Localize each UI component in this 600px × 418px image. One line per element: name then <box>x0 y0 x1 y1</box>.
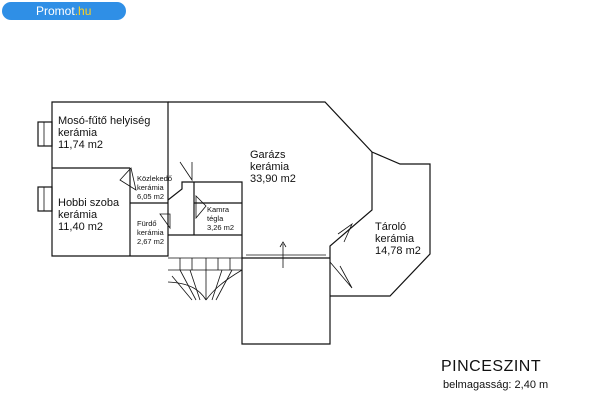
room-material: kerámia <box>58 209 98 221</box>
room-name: Közlekedő <box>137 174 172 183</box>
window-hobbi <box>37 186 53 212</box>
storage-inner-wall <box>329 152 373 300</box>
garage-entrance <box>241 258 331 345</box>
walls <box>51 101 431 345</box>
door-swing-corridor <box>179 161 193 182</box>
room-kozlekedo: Közlekedő kerámia 6,05 m2 <box>137 174 172 201</box>
room-tarolo: Tároló kerámia 14,78 m2 <box>375 221 421 257</box>
room-area: 14,78 m2 <box>375 245 421 257</box>
room-name: Tároló <box>375 221 406 233</box>
door-swing-bath <box>159 213 171 230</box>
watermark-tld: .hu <box>74 4 92 18</box>
room-name: Garázs <box>250 149 286 161</box>
room-name: Fürdő <box>137 219 157 228</box>
room-area: 11,74 m2 <box>58 139 103 151</box>
room-material: tégla <box>207 214 224 223</box>
room-labels: Mosó-fűtő helyiség kerámia 11,74 m2 Gará… <box>58 115 421 257</box>
room-material: kerámia <box>137 183 165 192</box>
room-kamra: Kamra tégla 3,26 m2 <box>207 205 234 232</box>
garage-top-wall <box>168 101 373 153</box>
room-name: Mosó-fűtő helyiség <box>58 115 150 127</box>
window-moso <box>37 121 53 147</box>
staircase <box>167 257 243 301</box>
storage-outer-wall <box>330 151 431 297</box>
garage-inner-walls <box>167 181 330 259</box>
room-area: 33,90 m2 <box>250 173 296 185</box>
windows <box>37 121 53 212</box>
door-swing-hobbi <box>119 167 137 191</box>
room-area: 6,05 m2 <box>137 192 164 201</box>
door-swing-kamra <box>195 195 207 220</box>
plan-subtitle: belmagasság: 2,40 m <box>443 379 549 391</box>
garage-door-arrow-head <box>279 241 287 248</box>
room-material: kerámia <box>137 228 165 237</box>
room-area: 11,40 m2 <box>58 221 103 233</box>
room-material: kerámia <box>375 233 415 245</box>
plan-title: PINCESZINT <box>441 358 542 375</box>
room-area: 3,26 m2 <box>207 223 234 232</box>
door-swing-storage-low <box>329 261 353 289</box>
door-swing-storage-high <box>337 222 353 243</box>
doors <box>119 161 353 289</box>
watermark-name: Promot <box>36 4 75 18</box>
room-name: Hobbi szoba <box>58 197 120 209</box>
room-moso-futo: Mosó-fűtő helyiség kerámia 11,74 m2 <box>58 115 150 151</box>
room-area: 2,67 m2 <box>137 237 164 246</box>
room-furdo: Fürdő kerámia 2,67 m2 <box>137 219 165 246</box>
room-garazs: Garázs kerámia 33,90 m2 <box>250 149 296 185</box>
room-material: kerámia <box>250 161 290 173</box>
room-name: Kamra <box>207 205 230 214</box>
room-hobbi-szoba: Hobbi szoba kerámia 11,40 m2 <box>58 197 120 233</box>
promot-watermark-badge: Promot.hu <box>2 2 126 20</box>
room-material: kerámia <box>58 127 98 139</box>
